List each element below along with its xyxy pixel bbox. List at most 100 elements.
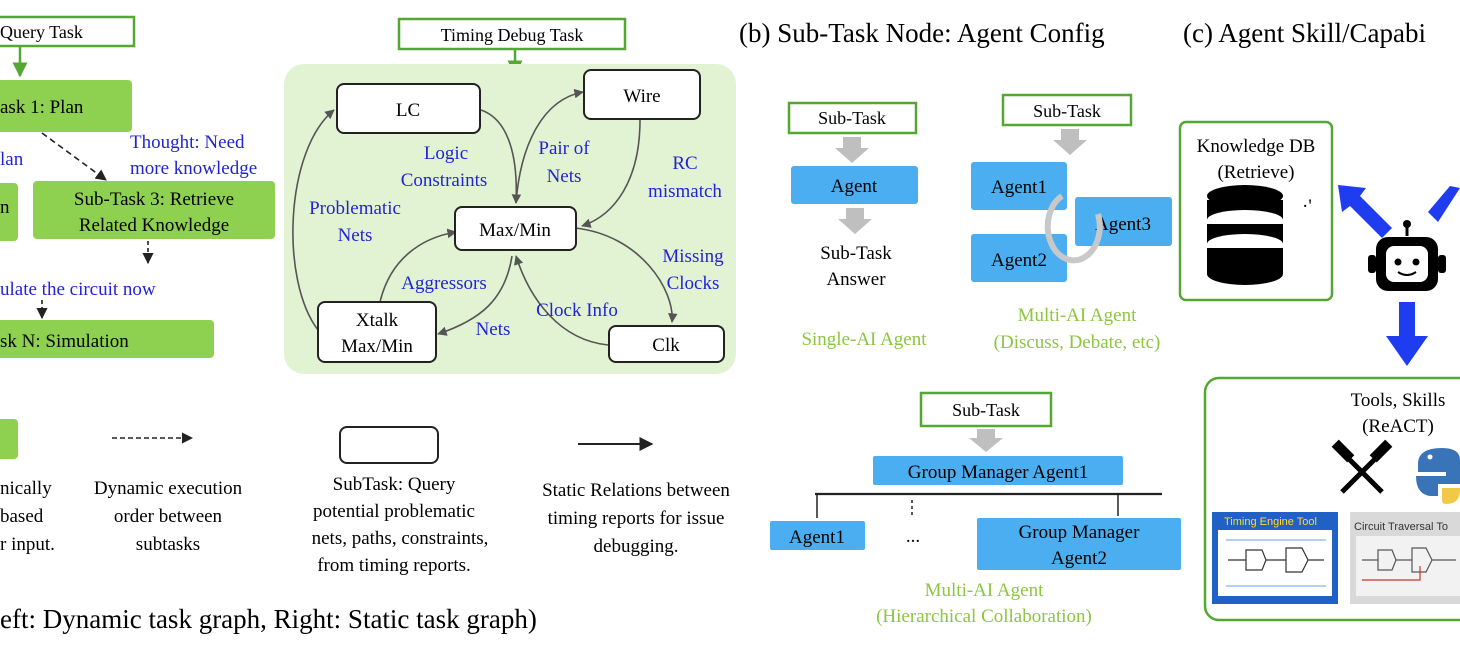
tools-line1: Tools, Skills — [1351, 390, 1446, 411]
missing-label2: Clocks — [667, 273, 720, 294]
multi-caption-line1: Multi-AI Agent — [1018, 305, 1137, 326]
blue-arrows — [1338, 185, 1460, 366]
rc-label2: mismatch — [648, 181, 722, 202]
hier-agent1-label: Agent1 — [789, 527, 845, 548]
pair-label2: Nets — [547, 166, 582, 187]
multi-subtask-label: Sub-Task — [1033, 101, 1101, 121]
legend-green-line3: r input. — [0, 534, 55, 555]
arrow-up-right-icon — [1428, 186, 1460, 222]
discussion-cycle-icon — [1044, 193, 1103, 264]
clk-to-maxmin-edge — [514, 255, 609, 346]
arrow-to-tools-icon — [1386, 302, 1428, 366]
group-manager2-line2: Agent2 — [1051, 548, 1107, 569]
single-agent-label: Agent — [831, 176, 878, 197]
database-icon — [1207, 185, 1283, 285]
aggressors-label: Aggressors — [401, 273, 487, 294]
hier-caption-line1: Multi-AI Agent — [925, 580, 1044, 601]
subtask2-fragment: n — [0, 197, 10, 218]
rc-label1: RC — [672, 153, 697, 174]
tools-line2: (ReACT) — [1362, 416, 1434, 437]
circuit-traversal-tool-thumbnail: Circuit Traversal To — [1350, 512, 1460, 604]
maxmin-to-xtalk-edge — [437, 255, 513, 336]
legend-box-line4: from timing reports. — [317, 555, 471, 576]
static-task-graph: Timing Debug Task LC Wire Max/Min Xtalk … — [284, 17, 736, 374]
multi-ai-agent: Sub-Task Agent1 Agent2 Agent3 Multi-AI A… — [971, 93, 1172, 353]
xtalk-to-maxmin-edge — [379, 228, 457, 303]
lc-label: LC — [396, 100, 420, 121]
taskN-box — [0, 320, 214, 358]
dynamic-task-graph: Query Task ask 1: Plan lan Thought: Need… — [0, 15, 275, 358]
knowledge-db-line1: Knowledge DB — [1197, 136, 1316, 157]
circuit-tool-label: Circuit Traversal To — [1354, 521, 1448, 533]
panel-b-title: (b) Sub-Task Node: Agent Config — [739, 18, 1105, 48]
hammer-wrench-icon — [1331, 439, 1393, 494]
taskN-label: sk N: Simulation — [0, 331, 129, 352]
hierarchical-agents: Sub-Task Group Manager Agent1 Agent1 ...… — [770, 391, 1181, 627]
multi-agent1-box — [971, 162, 1067, 210]
thought-line2: more knowledge — [130, 158, 257, 179]
legend-solid-line1: Static Relations between — [542, 480, 730, 501]
arrow-to-knowledge-icon — [1338, 185, 1392, 238]
hier-dots: ... — [906, 526, 920, 547]
multi-down-arrow — [1053, 129, 1087, 155]
plan-to-subtask3-arrow — [41, 132, 107, 181]
timing-engine-tool-thumbnail: Timing Engine Tool — [1212, 512, 1338, 604]
panel-a-caption: eft: Dynamic task graph, Right: Static t… — [0, 604, 537, 634]
group-manager2-box — [977, 518, 1181, 570]
single-agent-caption: Single-AI Agent — [801, 329, 927, 350]
tools-panel: Tools, Skills (ReACT) Timing Engine Tool… — [1203, 376, 1460, 622]
legend-dashed-line3: subtasks — [136, 534, 200, 555]
task1-plan-label: ask 1: Plan — [0, 97, 84, 118]
legend-green-line2: based — [0, 506, 44, 527]
legend-dashed-line2: order between — [114, 506, 223, 527]
pair-label1: Pair of — [538, 138, 590, 159]
plan-fragment-label: lan — [0, 149, 24, 170]
legend-box-line1: SubTask: Query — [333, 474, 456, 495]
multi-agent2-box — [971, 234, 1067, 282]
maxmin-to-clk-edge — [574, 227, 678, 323]
subtask3-line2: Related Knowledge — [79, 215, 229, 236]
single-answer-line2: Answer — [826, 269, 886, 290]
legend-subtask-box — [339, 426, 439, 464]
problematic-label1: Problematic — [309, 198, 401, 219]
hier-down-arrow — [969, 429, 1003, 452]
wire-node — [583, 69, 701, 120]
logic-label1: Logic — [424, 143, 468, 164]
nets-label: Nets — [476, 319, 511, 340]
lc-to-maxmin-edge — [480, 109, 522, 204]
single-down-arrow-2 — [838, 208, 872, 234]
wire-label: Wire — [623, 86, 660, 107]
legend-box-line2: potential problematic — [313, 501, 475, 522]
xtalk-to-lc-edge — [292, 109, 335, 331]
legend: nically based r input. Dynamic execution… — [0, 419, 730, 576]
clk-label: Clk — [652, 335, 680, 356]
hier-agent1-box — [770, 521, 865, 550]
multi-agent3-label: Agent3 — [1095, 214, 1151, 235]
hier-caption-line2: (Hierarchical Collaboration) — [876, 606, 1092, 627]
multi-subtask-box — [1001, 93, 1133, 127]
multi-caption-line2: (Discuss, Debate, etc) — [994, 332, 1161, 353]
group-manager2-line1: Group Manager — [1019, 522, 1140, 543]
missing-label1: Missing — [662, 246, 724, 267]
knowledge-db-panel: Knowledge DB (Retrieve) ·' — [1178, 120, 1334, 302]
single-ai-agent: Sub-Task Agent Sub-Task Answer Single-AI… — [787, 101, 927, 350]
task1-plan-box — [0, 80, 132, 132]
query-task-box — [0, 15, 136, 48]
xtalk-node — [317, 301, 437, 363]
legend-dashed-line1: Dynamic execution — [94, 478, 243, 499]
multi-agent1-label: Agent1 — [991, 177, 1047, 198]
xtalk-label1: Xtalk — [356, 310, 399, 331]
single-answer-line1: Sub-Task — [820, 243, 892, 264]
kdb-ellipsis: ·' — [1302, 196, 1312, 217]
knowledge-db-line2: (Retrieve) — [1217, 162, 1294, 183]
multi-agent2-label: Agent2 — [991, 250, 1047, 271]
legend-solid-line3: debugging. — [594, 536, 679, 557]
hier-subtask-box — [919, 391, 1053, 428]
lc-node — [336, 83, 481, 134]
subtask3-line1: Sub-Task 3: Retrieve — [74, 189, 234, 210]
subtask2-box — [0, 183, 18, 241]
single-down-arrow-1 — [835, 137, 869, 163]
query-task-label: Query Task — [0, 22, 83, 42]
logic-label2: Constraints — [401, 170, 488, 191]
